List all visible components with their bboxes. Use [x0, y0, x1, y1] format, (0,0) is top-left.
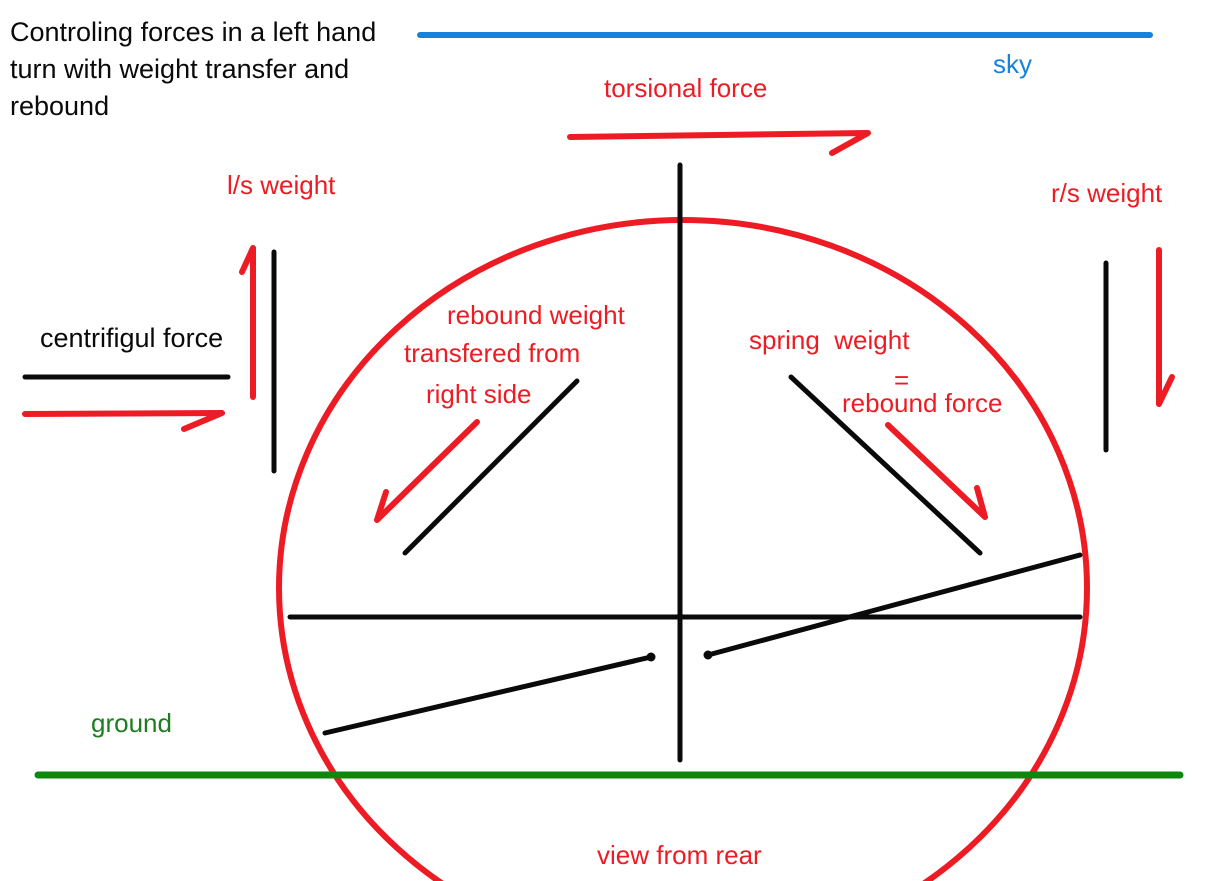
axle-right-end-dot [703, 650, 713, 660]
axle-left-line [322, 654, 654, 736]
view-from-rear-label: view from rear [597, 840, 762, 870]
rebound-weight-label-line2: transfered from [404, 338, 581, 368]
spring-weight-label-line1: spring weight [749, 325, 910, 355]
spring-rebound-arrow [885, 422, 988, 520]
ls-weight-label: l/s weight [227, 170, 336, 200]
torsional-force-label: torsional force [604, 73, 768, 103]
spring-weight-label-equals: = [894, 365, 910, 395]
centrifugal-force-arrow [22, 410, 225, 432]
torsional-force-arrow [567, 130, 871, 156]
right-strut-line [788, 374, 983, 556]
spring-weight-label-line3: rebound force [842, 388, 1003, 418]
diagram-title: Controling forces in a left hand turn wi… [10, 17, 377, 121]
body-circle [276, 217, 1090, 881]
centrifugal-force-label: centrifigul force [40, 323, 224, 353]
rs-weight-down-arrow [1156, 247, 1175, 407]
rebound-weight-label-line3: right side [426, 379, 532, 409]
rebound-weight-label-line1: rebound weight [447, 300, 625, 330]
left-strut-line [402, 378, 580, 556]
rs-weight-label: r/s weight [1051, 178, 1163, 208]
rebound-transfer-arrow [374, 419, 480, 523]
sky-label: sky [993, 49, 1032, 79]
ls-weight-up-arrow [239, 245, 256, 400]
axle-left-end-dot [646, 652, 656, 662]
axle-right-line [705, 552, 1083, 658]
ground-label: ground [91, 708, 172, 738]
